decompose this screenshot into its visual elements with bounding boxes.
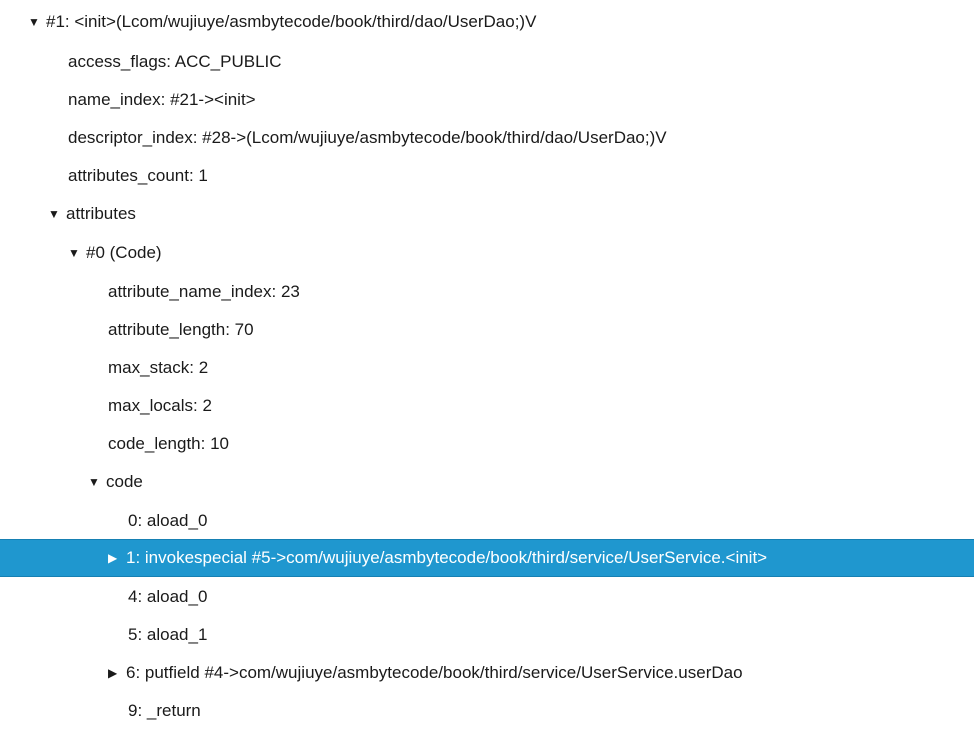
max-locals-label: max_locals: 2	[108, 396, 212, 415]
tree-node-code-attribute[interactable]: ▼ #0 (Code)	[0, 234, 974, 272]
instruction-label: 5: aload_1	[128, 625, 208, 644]
instruction-label: 1: invokespecial #5->com/wujiuye/asmbyte…	[126, 548, 768, 567]
tree-node-method[interactable]: ▼ #1: <init>(Lcom/wujiuye/asmbytecode/bo…	[0, 3, 974, 41]
instruction-label: 6: putfield #4->com/wujiuye/asmbytecode/…	[126, 663, 743, 682]
expand-arrow-icon[interactable]: ▼	[28, 15, 40, 29]
instruction-row[interactable]: 0: aload_0	[0, 502, 974, 540]
code-label: code	[106, 472, 143, 491]
name-index-label: name_index: #21-><init>	[68, 90, 256, 109]
tree-node-descriptor-index[interactable]: descriptor_index: #28->(Lcom/wujiuye/asm…	[0, 119, 974, 157]
attribute-name-index-label: attribute_name_index: 23	[108, 282, 300, 301]
attributes-count-label: attributes_count: 1	[68, 166, 208, 185]
expand-arrow-icon[interactable]: ▼	[48, 207, 60, 221]
code-length-label: code_length: 10	[108, 434, 229, 453]
tree-node-max-stack[interactable]: max_stack: 2	[0, 349, 974, 387]
access-flags-label: access_flags: ACC_PUBLIC	[68, 52, 282, 71]
expand-arrow-icon[interactable]: ▼	[68, 246, 80, 260]
collapse-arrow-icon[interactable]: ▶	[108, 551, 118, 565]
tree-node-attribute-length[interactable]: attribute_length: 70	[0, 311, 974, 349]
attributes-label: attributes	[66, 204, 136, 223]
tree-node-attribute-name-index[interactable]: attribute_name_index: 23	[0, 273, 974, 311]
tree-node-access-flags[interactable]: access_flags: ACC_PUBLIC	[0, 43, 974, 81]
code-attribute-label: #0 (Code)	[86, 243, 162, 262]
attribute-length-label: attribute_length: 70	[108, 320, 254, 339]
instruction-label: 4: aload_0	[128, 587, 208, 606]
tree-node-attributes[interactable]: ▼ attributes	[0, 195, 974, 233]
tree-node-name-index[interactable]: name_index: #21-><init>	[0, 81, 974, 119]
tree-node-max-locals[interactable]: max_locals: 2	[0, 387, 974, 425]
collapse-arrow-icon[interactable]: ▶	[108, 666, 118, 680]
instruction-row-selected[interactable]: ▶ 1: invokespecial #5->com/wujiuye/asmby…	[0, 539, 974, 577]
expand-arrow-icon[interactable]: ▼	[88, 475, 100, 489]
instruction-row[interactable]: ▶ 6: putfield #4->com/wujiuye/asmbytecod…	[0, 654, 974, 692]
max-stack-label: max_stack: 2	[108, 358, 209, 377]
tree-node-attributes-count[interactable]: attributes_count: 1	[0, 157, 974, 195]
tree-node-code[interactable]: ▼ code	[0, 463, 974, 501]
instruction-label: 9: _return	[128, 701, 201, 720]
descriptor-index-label: descriptor_index: #28->(Lcom/wujiuye/asm…	[68, 128, 667, 147]
instruction-label: 0: aload_0	[128, 511, 208, 530]
tree-node-code-length[interactable]: code_length: 10	[0, 425, 974, 463]
instruction-row[interactable]: 4: aload_0	[0, 578, 974, 616]
instruction-row[interactable]: 5: aload_1	[0, 616, 974, 654]
instruction-row[interactable]: 9: _return	[0, 692, 974, 730]
method-label: #1: <init>(Lcom/wujiuye/asmbytecode/book…	[46, 12, 537, 31]
